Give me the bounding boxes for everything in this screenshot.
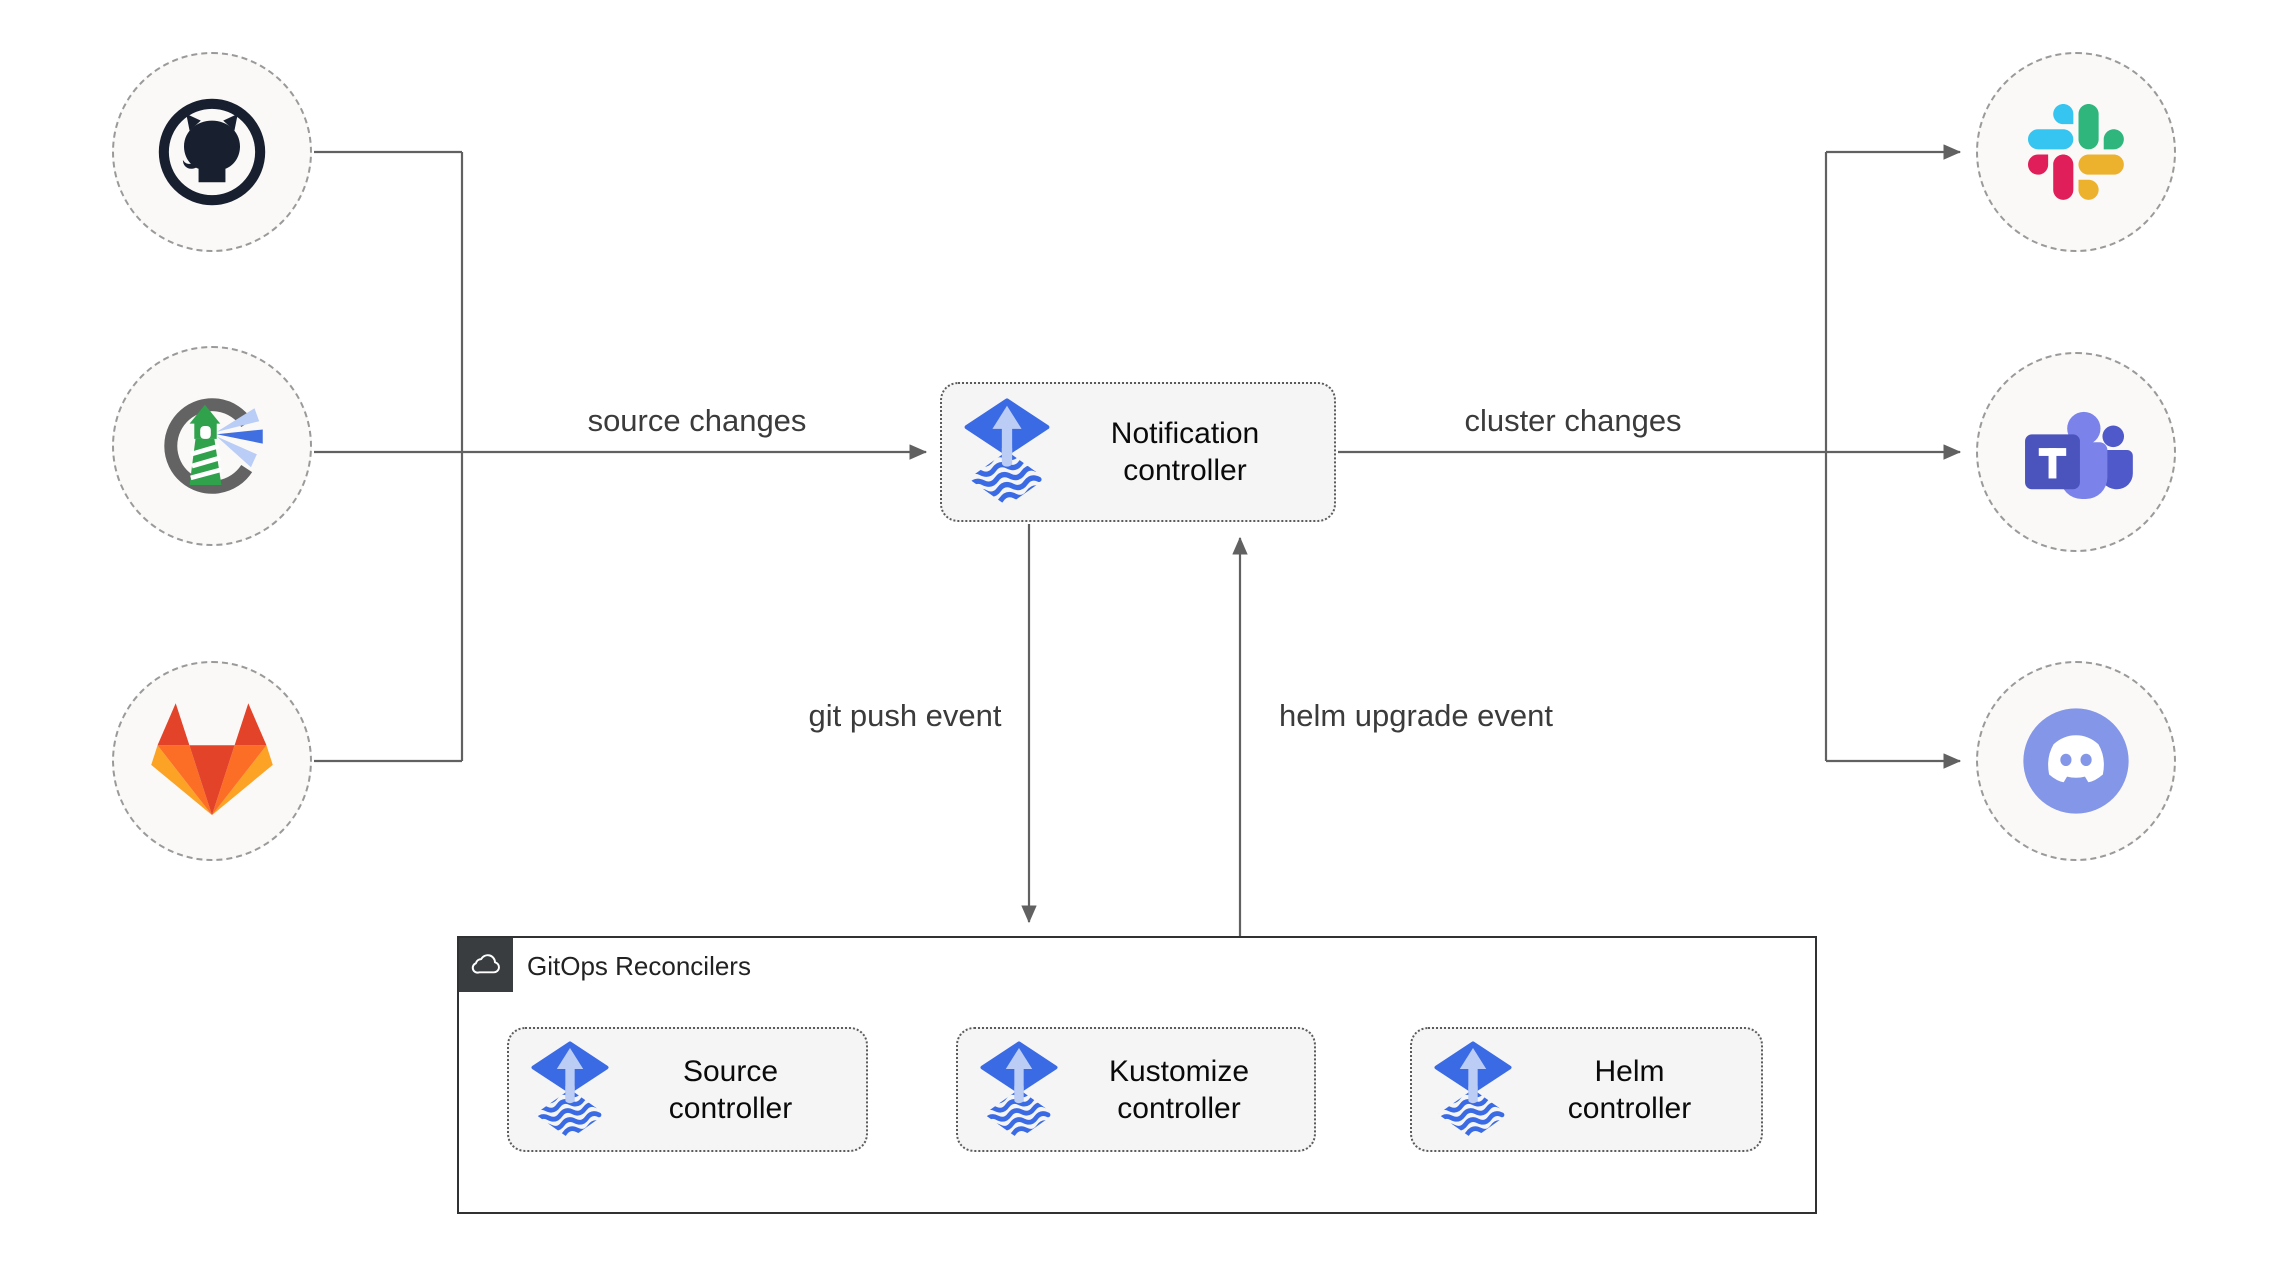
label-source-changes: source changes (587, 403, 807, 438)
source-controller-box: Source controller (507, 1027, 868, 1152)
node-gitlab (112, 661, 312, 861)
node-teams (1976, 352, 2176, 552)
node-discord (1976, 661, 2176, 861)
label-helm-upgrade-event: helm upgrade event (1278, 698, 1554, 733)
helm-controller-label: Helm controller (1512, 1053, 1761, 1127)
github-icon (156, 96, 268, 208)
group-title: GitOps Reconcilers (527, 951, 751, 981)
node-github (112, 52, 312, 252)
helm-controller-line2: controller (1567, 1091, 1692, 1125)
helm-controller-line1: Helm (1594, 1054, 1665, 1088)
kustomize-controller-line2: controller (1117, 1091, 1241, 1125)
source-controller-label: Source controller (609, 1053, 866, 1127)
label-git-push-event: git push event (808, 698, 1002, 733)
kustomize-controller-box: Kustomize controller (956, 1027, 1316, 1152)
label-cluster-changes: cluster changes (1464, 403, 1682, 438)
node-harbor (112, 346, 312, 546)
harbor-icon (153, 387, 271, 505)
source-controller-line1: Source (682, 1054, 779, 1088)
gitlab-icon (150, 702, 274, 820)
node-slack (1976, 52, 2176, 252)
discord-icon (2020, 705, 2132, 817)
flux-icon (1434, 1041, 1512, 1139)
kustomize-controller-line1: Kustomize (1108, 1054, 1250, 1088)
notification-controller-box: Notification controller (940, 382, 1336, 522)
kustomize-controller-label: Kustomize controller (1058, 1053, 1314, 1127)
notification-controller-line1: Notification (1110, 417, 1260, 450)
helm-controller-box: Helm controller (1410, 1027, 1763, 1152)
source-controller-line2: controller (668, 1091, 793, 1125)
flux-icon (531, 1041, 609, 1139)
cloud-icon (468, 947, 504, 983)
flux-icon (964, 398, 1050, 506)
group-badge (459, 938, 513, 992)
slack-icon (2028, 104, 2124, 200)
microsoft-teams-icon (2017, 403, 2135, 501)
flux-icon (980, 1041, 1058, 1139)
notification-controller-label: Notification controller (1050, 415, 1334, 489)
notification-controller-line2: controller (1123, 454, 1247, 487)
